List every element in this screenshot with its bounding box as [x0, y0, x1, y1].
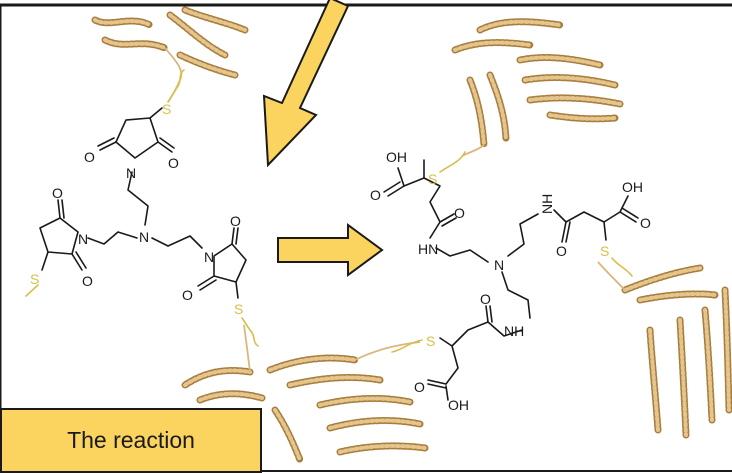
- protein-bottom: [181, 324, 429, 464]
- reaction-arrow: [277, 223, 384, 277]
- product-o-3: O: [640, 215, 651, 231]
- reagent-o-6: O: [182, 287, 193, 303]
- product-s-bottom: S: [426, 333, 435, 349]
- product-oh-bottom: OH: [448, 397, 469, 413]
- reagent-s-top: S: [162, 101, 171, 117]
- product-o-5: O: [480, 291, 491, 307]
- product-n-center: N: [494, 257, 504, 273]
- product-nh-top: NH: [539, 194, 555, 214]
- reagent-o-4: O: [82, 273, 93, 289]
- product-o-6: O: [414, 379, 425, 395]
- caption-text: The reaction: [67, 427, 195, 453]
- incoming-arrow: [262, 0, 350, 168]
- product-o-2: O: [454, 205, 465, 221]
- reagent-n-center: N: [139, 229, 149, 245]
- product-s-right: S: [600, 243, 609, 259]
- product-o-4: O: [556, 243, 567, 259]
- protein-right: [597, 261, 732, 439]
- product-hn-left: HN: [418, 241, 438, 257]
- reagent-o-5: O: [230, 213, 241, 229]
- reagent-n-top: N: [126, 165, 136, 181]
- product-nh-bottom: NH: [504, 323, 524, 339]
- reagent-s-right: S: [234, 301, 243, 317]
- reagent-molecule: N N N N O O O O O O S S S: [25, 69, 259, 347]
- product-s-left: S: [428, 171, 437, 187]
- reagent-s-left: S: [30, 271, 39, 287]
- reagent-o-3: O: [52, 185, 63, 201]
- caption-box: The reaction: [0, 408, 262, 473]
- reagent-o-1: O: [84, 149, 95, 165]
- product-molecule: N HN NH NH OH O O OH O O O O OH S S S: [370, 149, 651, 413]
- product-oh-top-right: OH: [622, 179, 643, 195]
- frame-border: [0, 3, 732, 473]
- protein-top-right: [451, 18, 624, 157]
- protein-top-left: [91, 6, 249, 103]
- reagent-n-right: N: [204, 249, 214, 265]
- product-oh-top-left: OH: [386, 149, 407, 165]
- reagent-n-left: N: [78, 231, 88, 247]
- reagent-o-2: O: [168, 155, 179, 171]
- product-o-1: O: [370, 187, 381, 203]
